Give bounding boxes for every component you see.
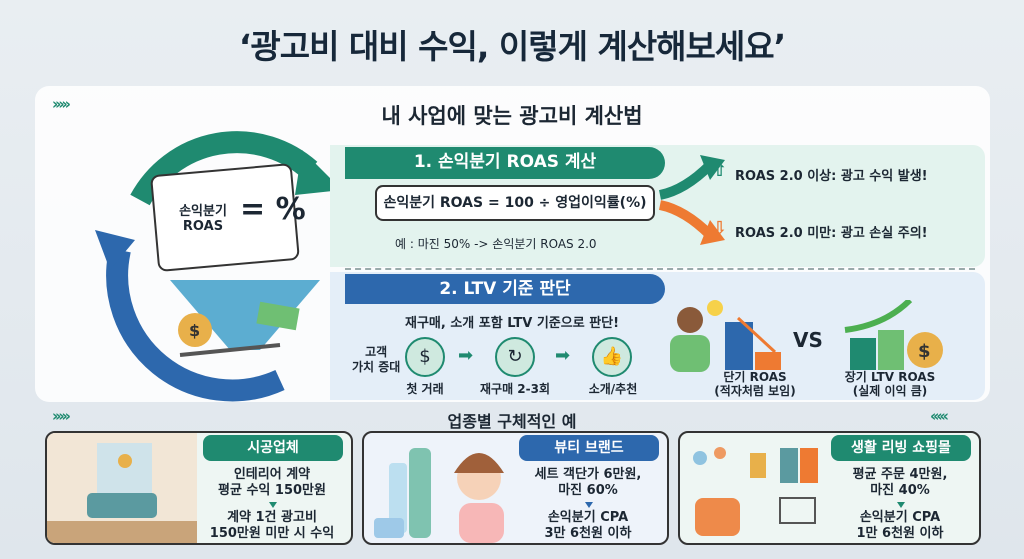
roas-label: 손익분기 ROAS bbox=[179, 204, 227, 234]
section-1-header: 1. 손익분기 ROAS 계산 bbox=[345, 147, 665, 179]
repurchase-icon: ↻ bbox=[495, 337, 535, 377]
card-text: 1만 6천원 이하 bbox=[856, 526, 944, 541]
card-tag: 생활 리빙 쇼핑몰 bbox=[831, 435, 971, 461]
step-label: 소개/추천 bbox=[588, 382, 638, 396]
arrow-down-icon bbox=[897, 502, 905, 508]
example-text: 예 : 마진 50% -> 손익분기 ROAS 2.0 bbox=[395, 237, 597, 251]
living-room-illustration bbox=[47, 433, 197, 543]
arrow-down-icon bbox=[585, 502, 593, 508]
roas-comparison-graphic: $ bbox=[670, 300, 943, 372]
card-text: 손익분기 CPA bbox=[859, 510, 941, 525]
card-text: 세트 객단가 6만원, bbox=[534, 467, 642, 482]
beauty-illustration bbox=[374, 448, 504, 543]
page-title: ‘광고비 대비 수익, 이렇게 계산해보세요’ bbox=[238, 27, 786, 66]
card-text: 마진 40% bbox=[870, 483, 930, 498]
svg-text:$: $ bbox=[189, 321, 200, 340]
card-text: 인테리어 계약 bbox=[233, 467, 311, 482]
card-text: 150만원 미만 시 수익 bbox=[209, 526, 335, 541]
card-text: 손익분기 CPA bbox=[547, 510, 629, 525]
chevrons-icon: ››››› bbox=[52, 407, 71, 425]
person-icon bbox=[677, 307, 703, 333]
card-tag: 시공업체 bbox=[203, 435, 343, 461]
card-text: 평균 주문 4만원, bbox=[852, 467, 948, 482]
vs-label: VS bbox=[793, 328, 823, 352]
card-text: 계약 1건 광고비 bbox=[227, 510, 317, 525]
divider bbox=[345, 268, 975, 270]
subtitle: 내 사업에 맞는 광고비 계산법 bbox=[381, 104, 643, 128]
cash-icon bbox=[256, 301, 300, 331]
svg-text:$: $ bbox=[918, 341, 931, 362]
step-label: 첫 거래 bbox=[406, 382, 444, 396]
living-goods-illustration bbox=[693, 447, 818, 536]
example-card-construction: 시공업체 인테리어 계약 평균 수익 150만원 계약 1건 광고비 150만원… bbox=[45, 431, 353, 545]
arrow-up-icon bbox=[700, 155, 725, 180]
up-arrow-icon: ⇧ bbox=[712, 160, 728, 181]
money-bag-icon bbox=[907, 332, 943, 368]
short-roas-label: 단기 ROAS bbox=[723, 370, 787, 384]
roas-below-text: ROAS 2.0 미만: 광고 손실 주의! bbox=[735, 226, 928, 241]
roas-cycle-graphic: $ bbox=[95, 131, 342, 402]
formula-box: 손익분기 ROAS = 100 ÷ 영업이익률(%) bbox=[375, 185, 655, 221]
step-label: 재구매 2-3회 bbox=[479, 382, 551, 396]
card-text: 마진 60% bbox=[558, 483, 618, 498]
examples-title: 업종별 구체적인 예 bbox=[447, 412, 577, 431]
chevrons-icon: ››››› bbox=[52, 95, 71, 113]
card-text: 3만 6천원 이하 bbox=[544, 526, 632, 541]
arrow-down-icon bbox=[700, 220, 725, 245]
roas-above-text: ROAS 2.0 이상: 광고 수익 발생! bbox=[735, 169, 928, 184]
percent-symbol: = % bbox=[240, 192, 306, 227]
section-2-header: 2. LTV 기준 판단 bbox=[345, 274, 665, 304]
arrow-right-icon: ➡ bbox=[555, 345, 571, 366]
chevrons-icon: ‹‹‹‹‹ bbox=[930, 407, 949, 425]
down-arrow-icon: ⇩ bbox=[712, 218, 728, 239]
split-arrows bbox=[658, 155, 725, 245]
example-card-beauty: 뷰티 브랜드 세트 객단가 6만원, 마진 60% 손익분기 CPA 3만 6천… bbox=[362, 431, 669, 545]
coin-hand-icon: $ bbox=[405, 337, 445, 377]
example-card-living: 생활 리빙 쇼핑몰 평균 주문 4만원, 마진 40% 손익분기 CPA 1만 … bbox=[678, 431, 981, 545]
card-tag: 뷰티 브랜드 bbox=[519, 435, 659, 461]
ltv-lead: 재구매, 소개 포함 LTV 기준으로 판단! bbox=[405, 316, 620, 331]
short-roas-note: (적자처럼 보임) bbox=[714, 384, 796, 398]
arrow-right-icon: ➡ bbox=[458, 345, 474, 366]
money-bag-icon bbox=[178, 313, 212, 347]
smiley-icon bbox=[707, 300, 723, 316]
long-roas-note: (실제 이익 큼) bbox=[852, 384, 928, 398]
thumbs-up-icon: 👍 bbox=[592, 337, 632, 377]
value-label: 고객 가치 증대 bbox=[352, 345, 401, 374]
funnel-icon bbox=[170, 280, 320, 350]
card-text: 평균 수익 150만원 bbox=[218, 483, 326, 498]
arrow-down-icon bbox=[269, 502, 277, 508]
long-roas-label: 장기 LTV ROAS bbox=[844, 370, 936, 384]
